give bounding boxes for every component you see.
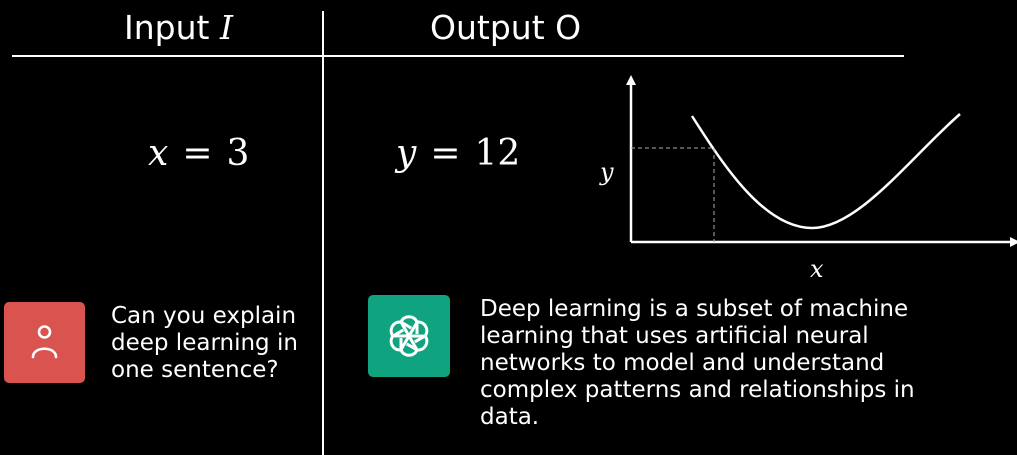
assistant-avatar [368, 295, 450, 377]
output-equation-operator: = [430, 133, 461, 174]
y-axis-label: y [599, 158, 614, 186]
x-axis-label: x [810, 255, 824, 283]
user-message: Can you explain deep learning in one sen… [111, 303, 298, 383]
column-divider [322, 11, 324, 455]
user-icon [31, 325, 58, 359]
output-heading-label: Output [430, 8, 545, 47]
user-avatar [4, 302, 85, 383]
chatgpt-logo-icon [386, 315, 432, 357]
input-equation-variable: x [148, 133, 169, 174]
assistant-message: Deep learning is a subset of machine lea… [480, 296, 915, 430]
input-equation-operator: = [182, 133, 213, 174]
header-divider [12, 55, 904, 57]
input-heading-label: Input [124, 8, 210, 47]
input-equation-value: 3 [226, 133, 250, 174]
output-equation-value: 12 [474, 133, 521, 174]
output-heading: Output O [430, 8, 581, 48]
input-equation: x = 3 [148, 130, 249, 178]
function-graph: y x [599, 75, 1017, 283]
output-heading-symbol: O [555, 8, 582, 47]
input-heading: Input I [124, 8, 233, 48]
output-equation: y = 12 [396, 130, 520, 178]
input-heading-symbol: I [219, 8, 233, 47]
function-curve [690, 113, 961, 230]
output-equation-variable: y [396, 133, 417, 174]
